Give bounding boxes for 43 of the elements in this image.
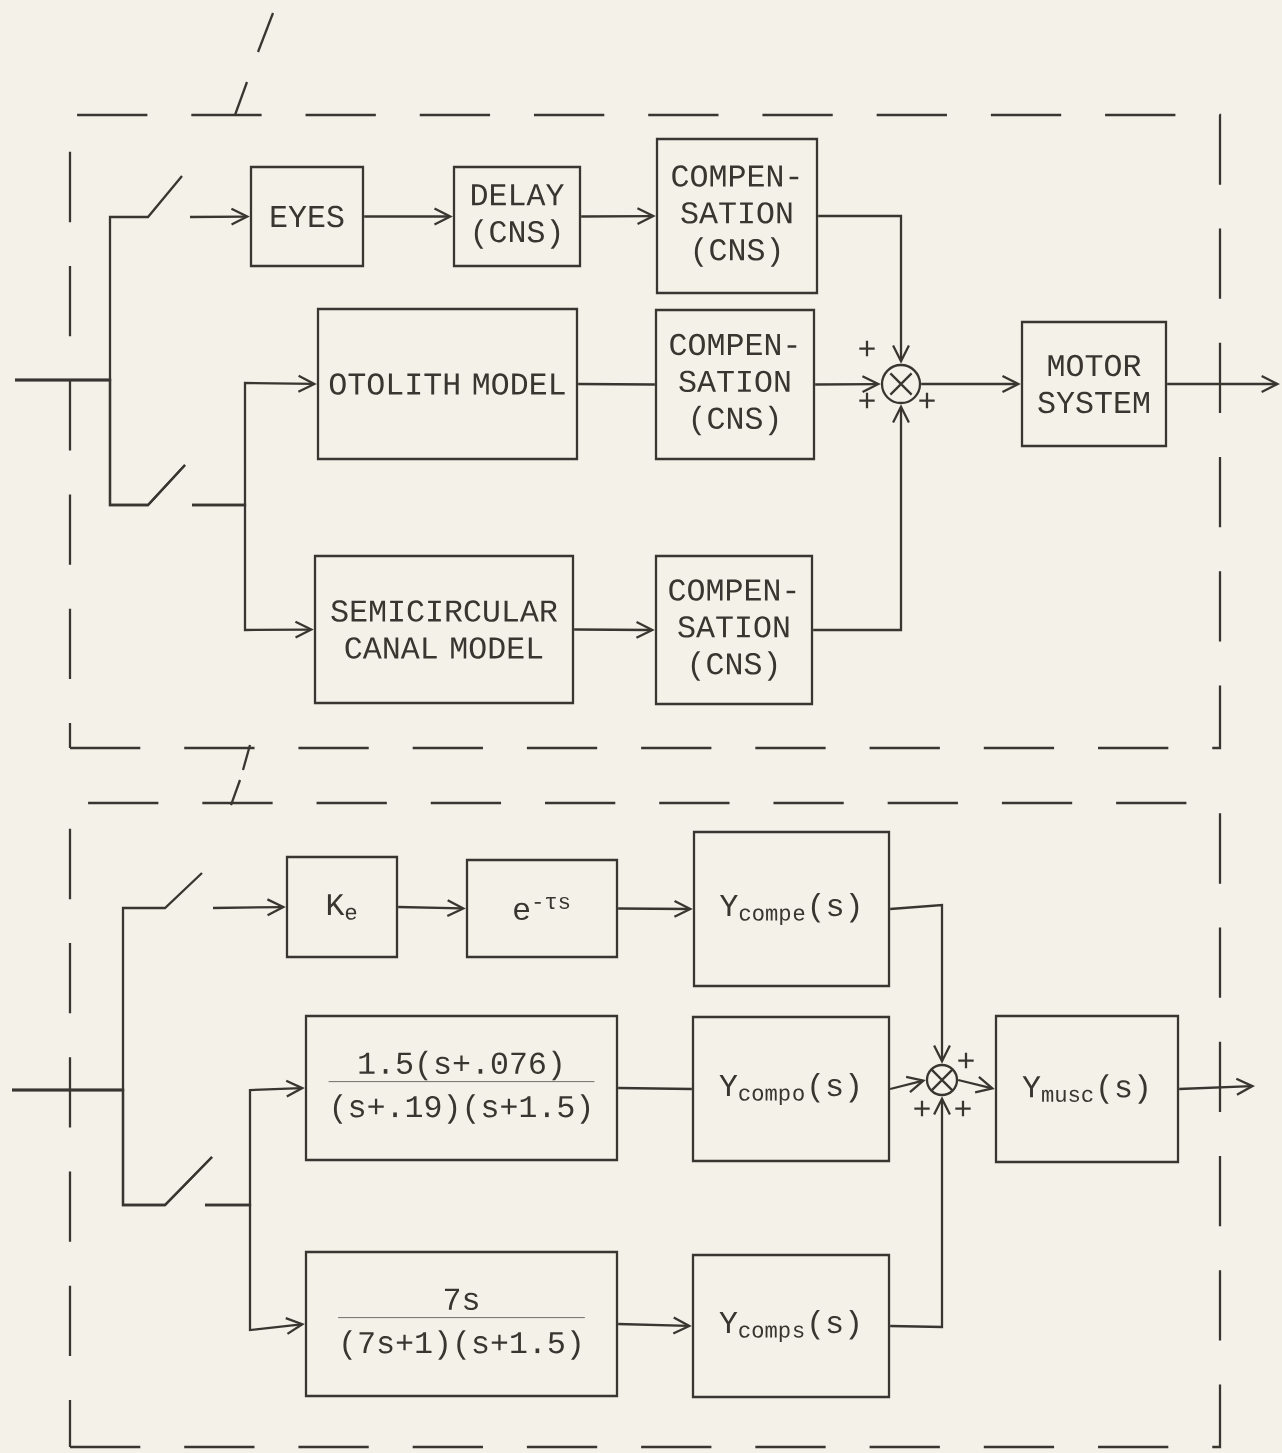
arrow	[1167, 375, 1280, 393]
block-box: COMPEN- SATION (CNS)	[655, 137, 819, 295]
transfer-function-box: 7s (7s+1)(s+1.5)	[304, 1250, 619, 1398]
block-box: COMPEN- SATION (CNS)	[654, 554, 814, 706]
arrow	[957, 1076, 995, 1094]
arrow	[581, 207, 656, 226]
arrow	[13, 378, 314, 639]
arrow	[398, 899, 466, 918]
arrow	[618, 899, 693, 918]
arrow	[1179, 1077, 1255, 1096]
arrow	[574, 620, 655, 639]
block-box: SEMICIRCULAR CANAL MODEL	[313, 554, 575, 705]
arrow	[813, 404, 910, 632]
block-box: Y$_{compe}$(s)	[692, 830, 891, 988]
block-box: OTOLITH MODEL	[316, 307, 579, 461]
block-box: MOTOR SYSTEM	[1020, 320, 1168, 448]
sign-label: +	[955, 1100, 971, 1117]
summing-junction	[925, 1063, 959, 1097]
dashed-frame	[68, 113, 1222, 750]
arrow	[921, 375, 1021, 393]
arrow	[889, 1075, 926, 1094]
sign-label: +	[859, 340, 875, 357]
arrow	[10, 1088, 305, 1335]
arrow	[364, 207, 453, 226]
arrow	[818, 214, 910, 364]
sign-label: +	[914, 1100, 930, 1117]
arrow	[890, 903, 951, 1064]
block-box: K$_{e}$	[285, 855, 399, 959]
block-box: COMPEN- SATION (CNS)	[654, 308, 816, 461]
block-box: DELAY (CNS)	[452, 165, 582, 268]
transfer-function-box: 1.5(s+.076) (s+.19)(s+1.5)	[304, 1014, 619, 1162]
block-box: Y$_{compo}$(s)	[691, 1015, 891, 1163]
arrow	[815, 375, 881, 394]
sign-label: +	[958, 1052, 974, 1069]
sign-label: +	[859, 392, 875, 409]
dashed-frame	[68, 801, 1222, 1449]
block-box: e$^{-τs}$	[465, 858, 619, 959]
block-box: EYES	[249, 165, 365, 268]
sign-label: +	[919, 392, 935, 409]
arrow	[618, 1316, 692, 1335]
block-box: Y$_{comps}$(s)	[691, 1253, 891, 1399]
arrow	[890, 1096, 951, 1329]
block-box: Y$_{musc}$(s)	[994, 1014, 1180, 1164]
